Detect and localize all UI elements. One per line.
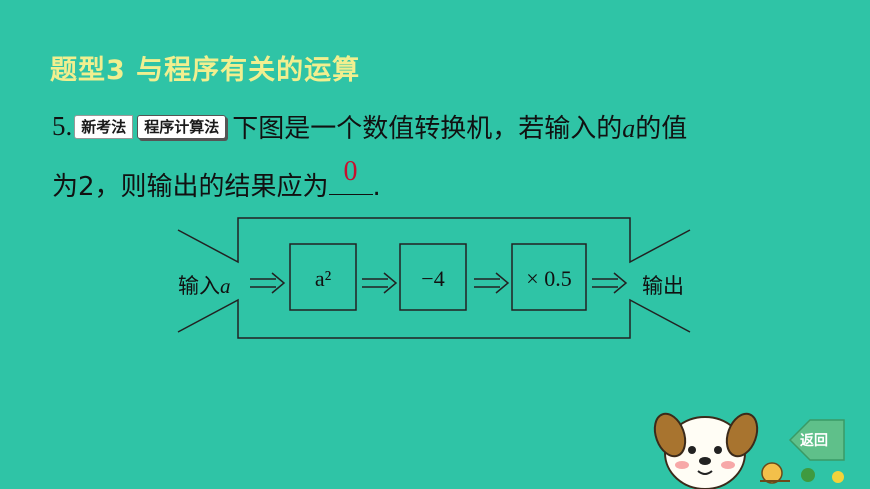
arrow-2 [362,272,398,294]
question-variable: a [622,114,636,143]
arrow-3 [474,272,510,294]
question-text-main: 下图是一个数值转换机，若输入的 [232,114,623,144]
answer-value: 0 [343,156,358,187]
box-times-half [511,243,587,311]
question-period: . [372,172,381,202]
back-button[interactable] [788,418,846,462]
arrow-1 [250,272,286,294]
question-number: 5. [52,111,73,141]
question-tags: 新考法 程序计算法 [74,114,227,139]
section-heading: 题型3 与程序有关的运算 [50,55,361,86]
output-label: 输出 [642,274,684,298]
cartoon-dog-illustration [653,412,759,489]
input-label: 输入a [178,270,231,300]
arrow-4 [592,272,628,294]
box-minus-four-label: −4 [421,266,445,291]
question-line-2: 为2，则输出的结果应为 0. [52,156,381,203]
new-method-tag: 新考法 [74,114,134,139]
box-square [289,243,357,311]
machine-outline-bottom [177,298,691,339]
box-times-half-label: × 0.5 [526,266,572,291]
back-arrow-icon [788,419,845,461]
question-text-end: 的值 [635,114,688,144]
machine-outline-top [177,217,691,264]
topic-tag: 程序计算法 [137,114,227,139]
question-line-1: 5. 新考法 程序计算法 下图是一个数值转换机，若输入的a的值 [52,108,687,145]
answer-blank: 0 [328,156,373,195]
question-text-2: 为2，则输出的结果应为 [52,172,329,202]
snail-decoration [760,462,844,484]
input-label-text: 输入 [178,274,220,298]
box-minus-four [399,243,467,311]
back-button-label[interactable]: 返回 [800,433,828,449]
question-text-1: 下图是一个数值转换机，若输入的a的值 [232,108,687,145]
input-variable: a [220,274,231,298]
box-square-label: a² [314,266,332,291]
